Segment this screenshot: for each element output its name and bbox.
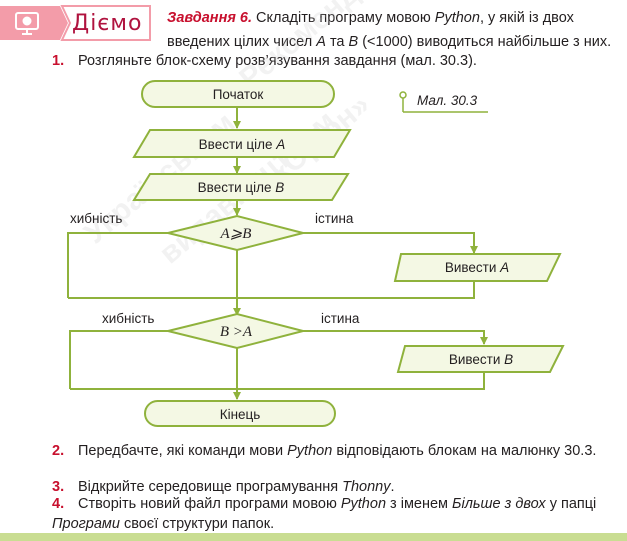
monitor-icon xyxy=(15,12,39,35)
condition-2-label: B >A xyxy=(220,324,253,340)
caption-text: Мал. 30.3 xyxy=(417,93,478,108)
output-b-label: Вивести B xyxy=(449,352,513,367)
true-branch-label: істина xyxy=(321,311,360,326)
input-a-block xyxy=(132,129,352,158)
task-text: (<1000) виводиться найбільше з них. xyxy=(358,34,612,50)
input-a-label: Ввести ціле A xyxy=(199,137,286,152)
condition-1-label: A⩾B xyxy=(220,226,252,242)
task-text: , у якій із двох введених цілих чисел xyxy=(167,10,574,50)
caption-bullet-icon xyxy=(399,91,407,99)
activity-badge: Діємо xyxy=(0,4,152,42)
bottom-strip xyxy=(0,533,627,541)
step-text: у папці xyxy=(545,496,597,512)
step-3: 3. Відкрийте середовище програмування Tho… xyxy=(52,477,612,497)
step-text: з іменем xyxy=(386,496,453,512)
task-text: та xyxy=(325,34,349,50)
step-number: 4. xyxy=(52,496,65,512)
end-label: Кінець xyxy=(220,407,261,422)
step-python: Python xyxy=(287,443,333,459)
end-terminal xyxy=(144,400,336,427)
step-4: 4. Створіть новий файл програми мовою Pyt… xyxy=(52,494,612,534)
false-branch-label: хибність xyxy=(70,211,122,226)
badge-label: Діємо xyxy=(72,11,143,36)
task-label: Завдання 6. xyxy=(167,10,252,26)
task-text: Складіть програму мовою xyxy=(251,10,435,26)
step-number: 1. xyxy=(52,53,65,69)
true-branch-label: істина xyxy=(315,211,354,226)
badge-shape xyxy=(0,5,151,41)
step-2: 2. Передбачте, які команди мови Python ві… xyxy=(52,441,612,461)
step-text: Передбачте, які команди мови xyxy=(78,443,288,459)
step-text: Розгляньте блок-схему розв’язування завд… xyxy=(78,53,477,69)
task-python: Python xyxy=(434,10,480,26)
task-var-b: B xyxy=(348,34,359,50)
step-text: відповідають блокам на малюнку 30.3. xyxy=(332,443,597,459)
start-label: Початок xyxy=(213,87,264,102)
output-b-block xyxy=(396,345,565,373)
step-filename: Більше з двох xyxy=(452,496,546,512)
input-b-label: Ввести ціле B xyxy=(198,180,285,195)
step-text: своєї структури папок. xyxy=(119,516,275,532)
output-a-block xyxy=(393,253,562,282)
output-a-label: Вивести A xyxy=(445,260,509,275)
figure-caption: Мал. 30.3 xyxy=(399,91,488,113)
input-b-block xyxy=(132,173,350,201)
step-number: 3. xyxy=(52,479,65,495)
decision-1 xyxy=(167,214,304,252)
start-terminal xyxy=(141,80,335,108)
step-text: Створіть новий файл програми мовою xyxy=(78,496,341,512)
step-ide: Thonny xyxy=(342,479,391,495)
step-1: 1. Розгляньте блок-схему розв’язування за… xyxy=(52,51,612,71)
false-branch-label: хибність xyxy=(102,311,154,326)
step-python: Python xyxy=(340,496,387,512)
step-folder: Програми xyxy=(52,516,120,532)
step-text: . xyxy=(390,479,395,495)
task-var-a: A xyxy=(316,34,326,50)
decision-2 xyxy=(167,312,304,350)
task-statement: Завдання 6. Складіть програму мовою Pyth… xyxy=(167,6,612,54)
step-number: 2. xyxy=(52,443,65,459)
step-text: Відкрийте середовище програмування xyxy=(78,479,343,495)
